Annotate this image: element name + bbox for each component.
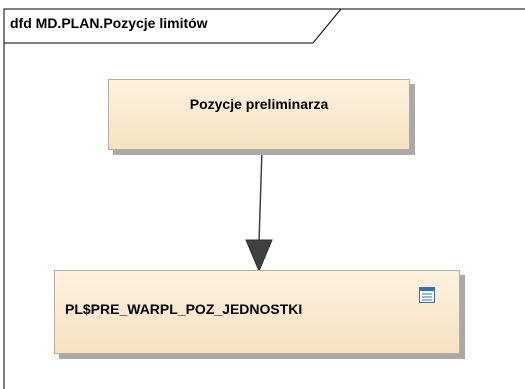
flow-arrowhead xyxy=(245,239,273,273)
datastore-label: PL$PRE_WARPL_POZ_JEDNOSTKI xyxy=(65,301,303,317)
frame-title-tab xyxy=(4,8,342,44)
frame-title: dfd MD.PLAN.Pozycje limitów xyxy=(10,15,208,31)
flow-line xyxy=(258,149,263,243)
frame-border xyxy=(3,8,525,389)
process-node[interactable]: Pozycje preliminarza xyxy=(108,79,410,150)
datastore-node[interactable]: PL$PRE_WARPL_POZ_JEDNOSTKI xyxy=(54,270,460,354)
table-icon xyxy=(419,287,435,303)
process-label: Pozycje preliminarza xyxy=(189,96,329,112)
